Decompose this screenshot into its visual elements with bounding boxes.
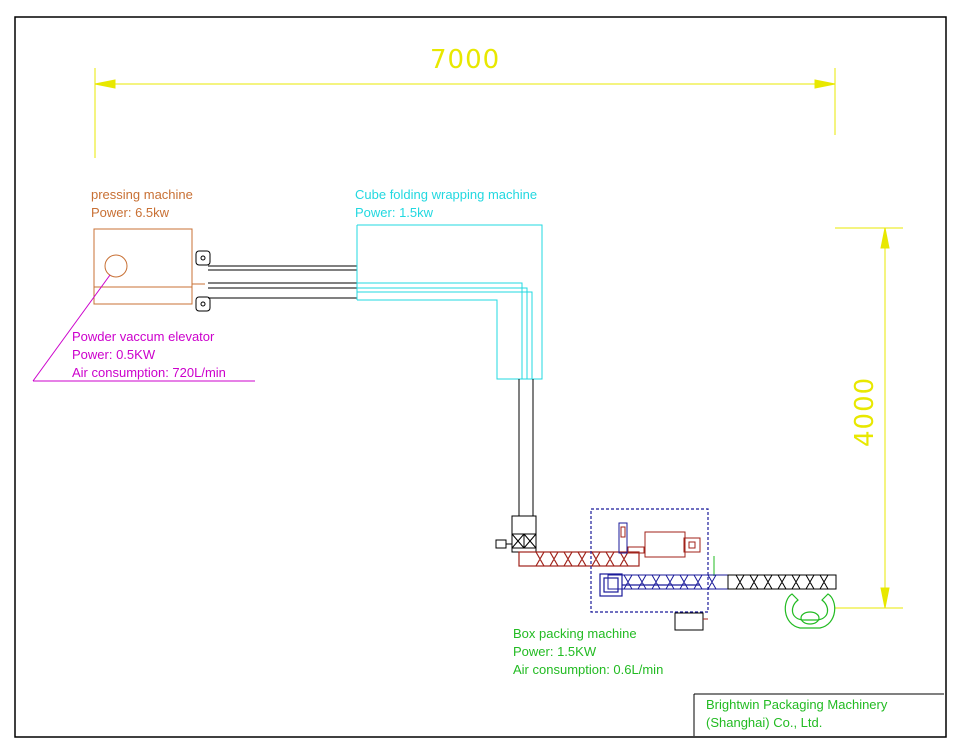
- elevator-name: Powder vaccum elevator: [72, 329, 215, 344]
- elevator-leader: [32, 274, 255, 382]
- box-machine-details: [618, 522, 715, 576]
- box-machine-power: Power: 1.5KW: [513, 644, 597, 659]
- pressing-machine-name: pressing machine: [91, 187, 193, 202]
- descent-conveyor: [495, 379, 537, 553]
- wrapping-machine-name: Cube folding wrapping machine: [355, 187, 538, 202]
- control-box: [674, 612, 708, 631]
- output-gripper: [784, 593, 836, 629]
- height-dimension: [835, 227, 903, 609]
- box-machine-air: Air consumption: 0.6L/min: [513, 662, 664, 677]
- box-machine-name: Box packing machine: [513, 626, 637, 641]
- title-block: [693, 693, 944, 736]
- company-name-line1: Brightwin Packaging Machinery: [706, 697, 888, 712]
- feed-conveyor: [518, 551, 640, 567]
- wrapping-machine-drawing: [356, 224, 543, 380]
- transfer-conveyor: [195, 250, 357, 312]
- wrapping-machine-power: Power: 1.5kw: [355, 205, 434, 220]
- output-conveyor: [727, 574, 837, 590]
- pressing-machine-power: Power: 6.5kw: [91, 205, 170, 220]
- width-dimension: [94, 68, 836, 158]
- pressing-machine-drawing: [93, 228, 205, 305]
- box-conveyor: [607, 574, 729, 590]
- elevator-power: Power: 0.5KW: [72, 347, 156, 362]
- width-dimension-label: 7000: [430, 45, 501, 75]
- box-machine-frame: [590, 508, 709, 613]
- elevator-air: Air consumption: 720L/min: [72, 365, 226, 380]
- company-name-line2: (Shanghai) Co., Ltd.: [706, 715, 823, 730]
- drawing-border: [14, 16, 947, 738]
- height-dimension-label: 4000: [850, 376, 880, 447]
